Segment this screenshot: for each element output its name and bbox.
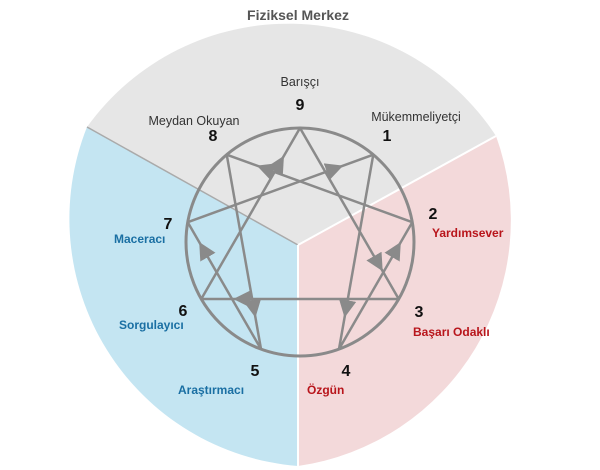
- arrow-7-1-arrowhead: [323, 163, 344, 180]
- arrow-4-2-arrowhead: [384, 242, 401, 262]
- point-label-1: Mükemmeliyetçi: [371, 110, 461, 124]
- point-number-2: 2: [429, 206, 438, 223]
- point-number-1: 1: [383, 128, 392, 145]
- arrow-2-8-arrowhead: [256, 163, 277, 180]
- point-label-8: Meydan Okuyan: [148, 114, 239, 128]
- point-label-5: Araştırmacı: [178, 383, 244, 397]
- point-label-9: Barışçı: [281, 75, 320, 89]
- point-number-8: 8: [209, 128, 218, 145]
- point-number-5: 5: [251, 363, 260, 380]
- arrow-5-7-arrowhead: [199, 242, 216, 262]
- divider-right: [297, 135, 497, 246]
- top-sector: [87, 23, 496, 245]
- arrow-8-5-arrowhead: [243, 298, 262, 318]
- point-number-7: 7: [164, 216, 173, 233]
- diagram-title: Fiziksel Merkez: [247, 7, 349, 23]
- arrow-1-4-arrowhead: [338, 298, 357, 318]
- point-label-4: Özgün: [307, 382, 344, 397]
- point-number-6: 6: [179, 303, 188, 320]
- point-label-2: Yardımsever: [432, 226, 504, 240]
- divider-left: [86, 126, 299, 246]
- arrow-9-3-arrowhead: [366, 251, 383, 272]
- point-number-3: 3: [415, 304, 424, 321]
- arrow-lines: [186, 127, 414, 350]
- arrow-6-9-arrowhead: [267, 155, 284, 176]
- point-number-4: 4: [342, 363, 351, 380]
- point-label-6: Sorgulayıcı: [119, 318, 184, 332]
- point-label-3: Başarı Odaklı: [413, 325, 490, 339]
- point-number-9: 9: [296, 97, 305, 114]
- point-label-7: Maceracı: [114, 232, 165, 246]
- left-sector: [69, 127, 299, 466]
